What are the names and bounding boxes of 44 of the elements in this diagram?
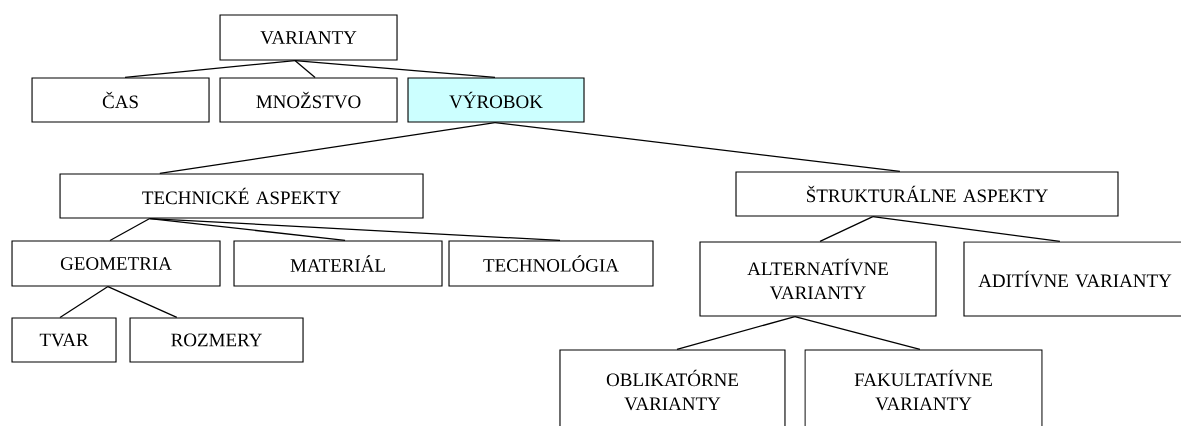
box	[735, 171, 1119, 217]
box-label: OBLIKATÓRNE VARIANTY	[606, 369, 738, 411]
box	[448, 240, 654, 287]
box	[31, 77, 210, 123]
box-label: FAKULTATÍVNE VARIANTY	[854, 369, 992, 411]
connector-line	[794, 315, 921, 351]
box	[233, 240, 443, 287]
box	[963, 241, 1181, 317]
connector-line	[294, 59, 316, 79]
box	[559, 349, 786, 426]
box	[219, 14, 398, 61]
box-label: ALTERNATÍVNE VARIANTY	[747, 258, 888, 300]
connector-line	[819, 215, 874, 243]
connector-line	[109, 217, 151, 242]
box	[219, 77, 398, 123]
connector-line	[149, 217, 561, 242]
connector-line	[149, 217, 346, 242]
connector-line	[107, 285, 178, 319]
box-label: VÝROBOK	[449, 91, 543, 109]
box-label: MATERIÁL	[290, 255, 385, 272]
box-label: VARIANTY	[260, 31, 357, 44]
box	[129, 317, 304, 363]
connector-line	[872, 215, 1061, 243]
box-label: ROZMERY	[171, 333, 262, 347]
box-label: ADITÍVNE VARIANTY	[978, 270, 1172, 288]
box-label: TECHNICKÉ ASPEKTY	[142, 187, 341, 205]
box	[699, 241, 937, 317]
connector-line	[159, 121, 496, 175]
box-label: GEOMETRIA	[60, 257, 172, 270]
connector-line	[494, 121, 901, 173]
box-label: ČAS	[102, 91, 138, 109]
connector-line	[294, 59, 496, 79]
box	[407, 77, 585, 123]
box-label: TVAR	[39, 333, 89, 347]
box-label: MNOŽSTVO	[256, 91, 361, 109]
box-label: TECHNOLÓGIA	[483, 255, 619, 272]
box	[59, 173, 424, 219]
connector-line	[59, 285, 109, 319]
box	[804, 349, 1043, 426]
connector-line	[124, 59, 296, 79]
connector-line	[676, 315, 796, 351]
box	[11, 240, 221, 287]
box	[11, 317, 117, 363]
box-label: ŠTRUKTURÁLNE ASPEKTY	[807, 185, 1048, 203]
